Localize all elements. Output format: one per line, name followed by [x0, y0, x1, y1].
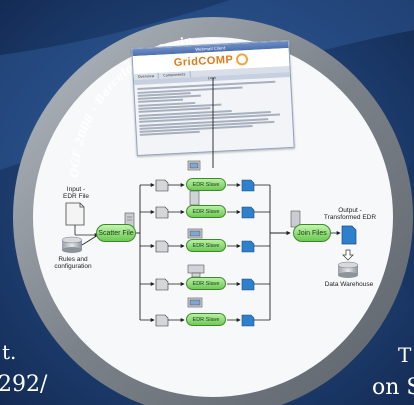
input-file-icon: [65, 202, 85, 226]
corner-text-right-top: T: [398, 343, 412, 367]
warehouse-label: Data Warehouse: [324, 281, 374, 288]
input-label: Input - EDR File: [62, 186, 89, 201]
slave-branches: [140, 179, 270, 327]
edr-slave-node: EDR Slave: [186, 205, 226, 218]
corner-text-left-top: t.: [2, 340, 17, 364]
edr-slave-node: EDR Slave: [186, 178, 226, 191]
corner-text-right-bottom: on S: [372, 375, 414, 400]
slave-machine-icons: [187, 160, 205, 308]
join-files-node: Join Files: [293, 224, 331, 242]
edr-slave-node: EDR Slave: [186, 313, 226, 326]
rules-label: Rules and configuration: [54, 256, 92, 271]
corner-text-left-bottom: 292/: [0, 372, 48, 397]
down-arrow-icon: [342, 249, 354, 261]
edr-slave-node: EDR Slave: [186, 239, 226, 252]
output-file-icon: [341, 225, 357, 245]
rules-database-icon: [61, 236, 83, 253]
scatter-file-node: Scatter File: [96, 224, 136, 242]
output-label: Output - Transformed EDR: [323, 207, 377, 222]
edr-slave-node: EDR Slave: [186, 277, 226, 290]
warehouse-database-icon: [337, 261, 359, 278]
